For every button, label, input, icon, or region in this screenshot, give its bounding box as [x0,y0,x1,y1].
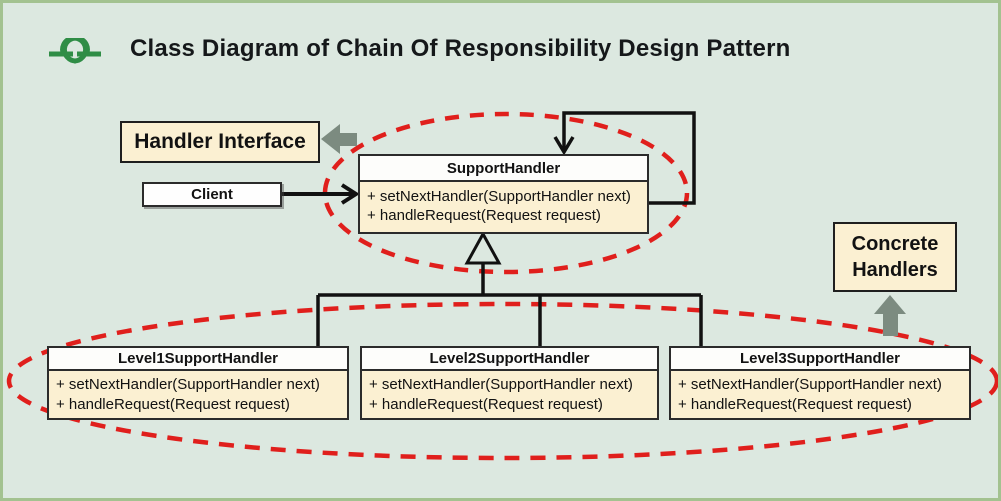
concrete-handlers-label-line1: Concrete [851,233,939,255]
client-box: Client [142,182,282,207]
concrete-handlers-label: Concrete Handlers [833,222,957,292]
class-name: SupportHandler [360,156,647,182]
class-method: + handleRequest(Request request) [56,396,290,413]
page-title: Class Diagram of Chain Of Responsibility… [130,35,791,62]
concrete-handlers-label-line2: Handlers [852,259,938,281]
class-method: + setNextHandler(SupportHandler next) [367,188,631,205]
class-name: Level1SupportHandler [49,348,347,371]
class-method: + handleRequest(Request request) [367,207,601,224]
handler-interface-label: Handler Interface [120,121,320,163]
self-loop-arrowhead [553,136,575,156]
inheritance-triangle-icon [464,230,502,265]
class-box-level2supporthandler: Level2SupportHandler + setNextHandler(Su… [360,346,659,420]
class-method: + setNextHandler(SupportHandler next) [678,376,942,393]
class-method: + handleRequest(Request request) [678,396,912,413]
class-box-supporthandler: SupportHandler + setNextHandler(SupportH… [358,154,649,234]
geeksforgeeks-logo-icon [49,38,101,64]
class-method: + setNextHandler(SupportHandler next) [56,376,320,393]
class-box-level3supporthandler: Level3SupportHandler + setNextHandler(Su… [669,346,971,420]
class-method: + setNextHandler(SupportHandler next) [369,376,633,393]
class-name: Level3SupportHandler [671,348,969,371]
client-association-arrowhead [340,183,360,205]
class-box-level1supporthandler: Level1SupportHandler + setNextHandler(Su… [47,346,349,420]
concrete-handlers-pointer-arrow-icon [874,295,906,336]
class-method: + handleRequest(Request request) [369,396,603,413]
handler-interface-pointer-arrow-icon [321,124,357,154]
class-name: Level2SupportHandler [362,348,657,371]
